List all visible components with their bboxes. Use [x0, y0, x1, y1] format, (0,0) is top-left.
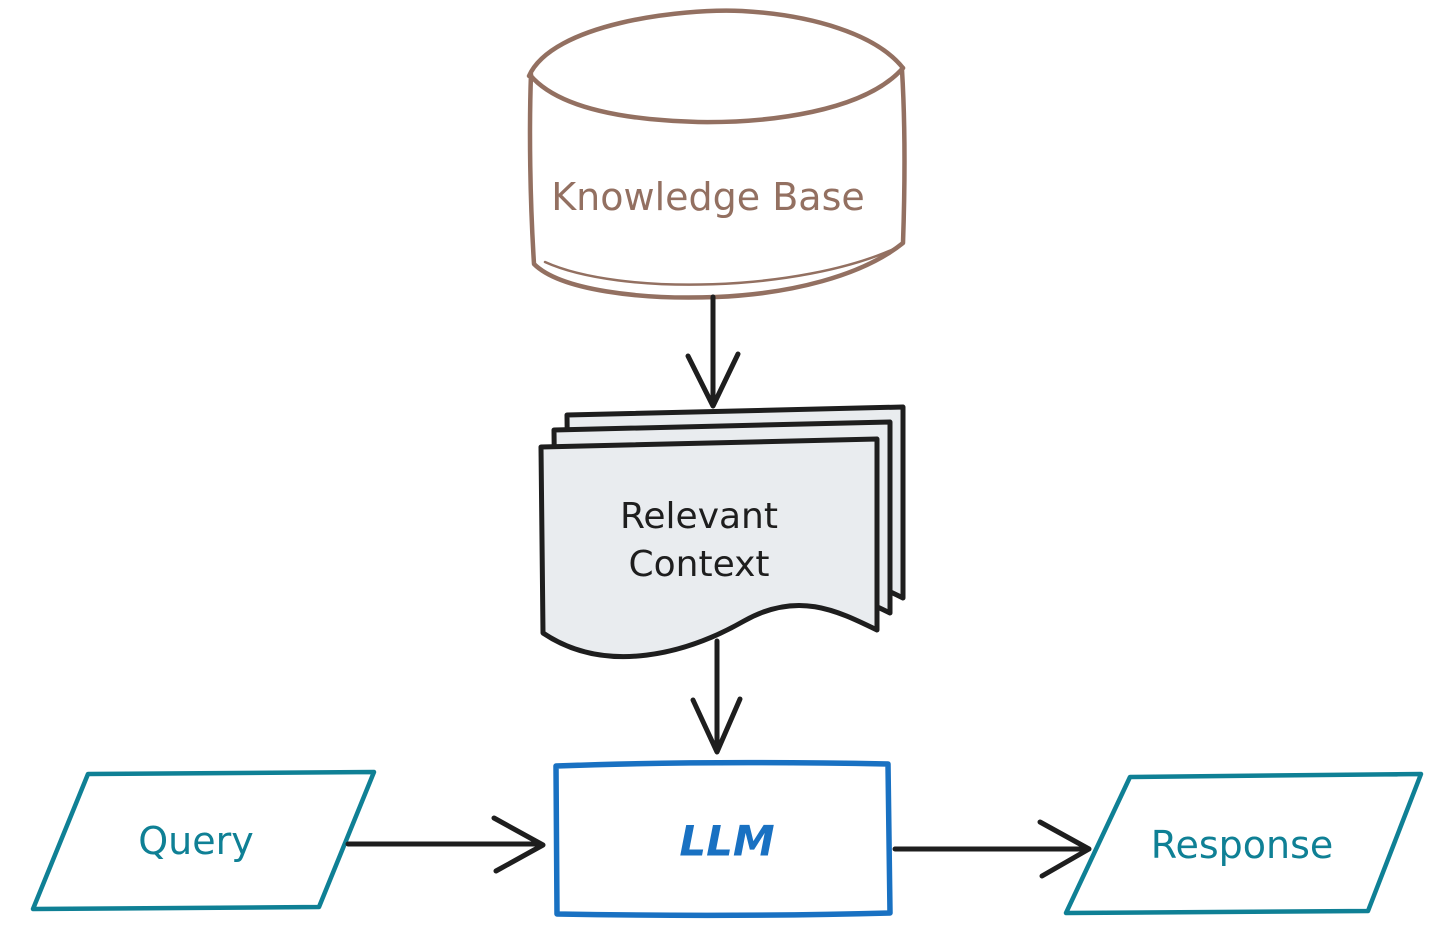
knowledge-base-label: Knowledge Base — [551, 175, 865, 219]
cylinder-lens-bottom — [527, 65, 906, 125]
arrow-query-to-llm — [345, 815, 546, 874]
relevant-context-label-line1: Relevant — [620, 496, 778, 537]
response-outline — [1063, 771, 1424, 916]
relevant-context-label-line2: Context — [628, 544, 770, 585]
arrow-llm-to-response — [892, 819, 1092, 879]
cylinder-bottom-secondpass — [543, 246, 898, 286]
knowledge-base-cylinder — [526, 8, 907, 300]
arrow-llm-to-response-head — [1037, 819, 1092, 879]
query-parallelogram — [30, 769, 377, 912]
query-label: Query — [138, 819, 254, 863]
query-outline — [30, 769, 377, 912]
arrow-kb-to-context — [685, 294, 741, 409]
arrow-context-to-llm-head — [690, 696, 743, 755]
response-parallelogram — [1063, 771, 1424, 916]
cylinder-top-arc — [526, 8, 906, 79]
arrow-context-to-llm — [690, 638, 743, 755]
document-sheet-front — [538, 436, 880, 660]
relevant-context-label: Relevant Context — [620, 493, 778, 589]
llm-box — [553, 759, 893, 919]
response-label: Response — [1150, 823, 1334, 867]
arrow-query-to-llm-head — [491, 815, 546, 874]
llm-outline — [553, 759, 893, 919]
cylinder-body — [527, 67, 907, 300]
documents-shape — [538, 404, 906, 660]
arrows-layer — [345, 294, 1092, 879]
llm-label: LLM — [679, 816, 775, 866]
arrow-kb-to-context-head — [685, 351, 741, 409]
